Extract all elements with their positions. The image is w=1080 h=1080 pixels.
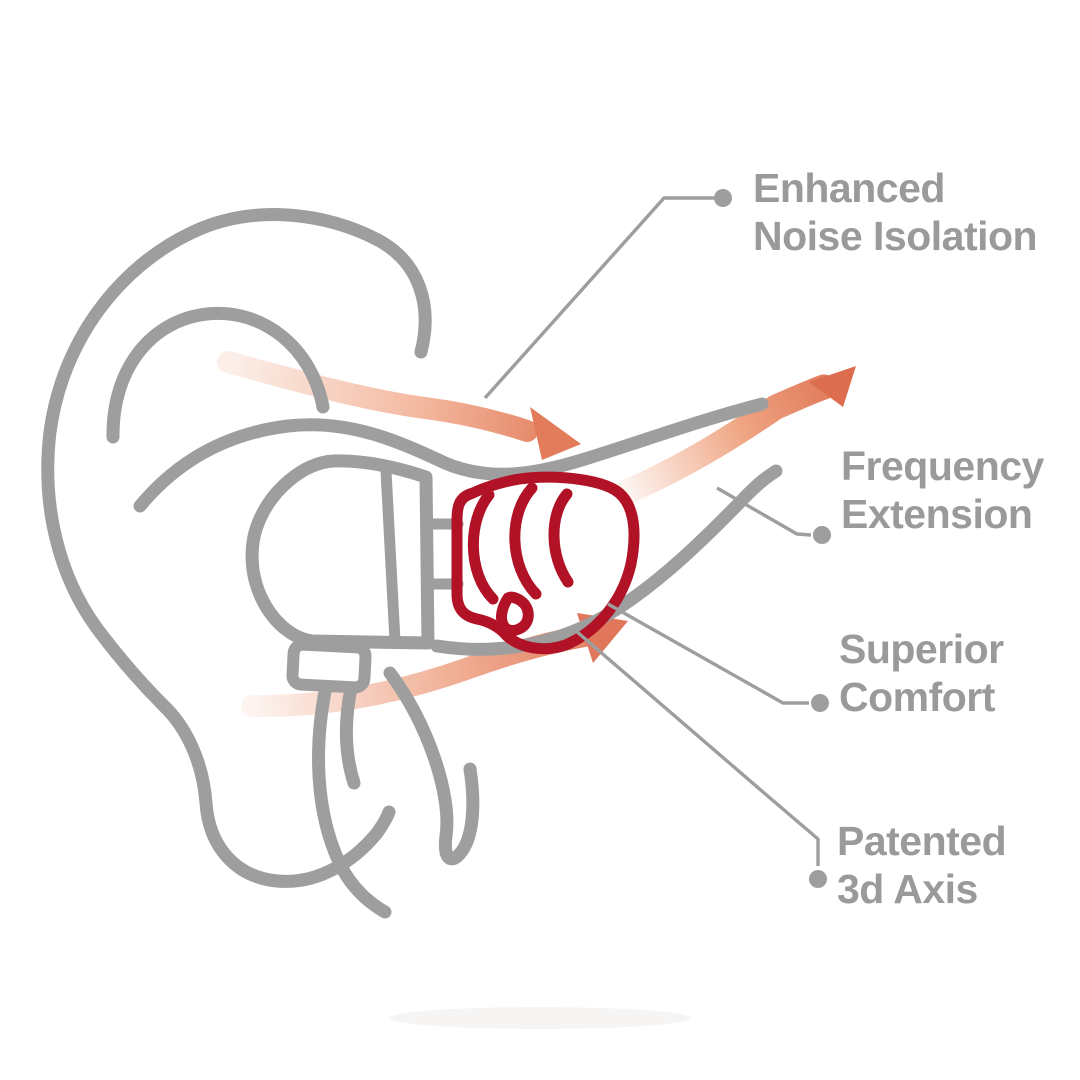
airflow-upper-ribbon: [217, 351, 538, 442]
label-line: Frequency: [841, 443, 1044, 489]
label-line: Comfort: [839, 673, 995, 720]
airflow-upper-arrowhead-icon: [530, 407, 581, 460]
ear-tip-loop: [496, 591, 534, 636]
ear-tip-flange-3: [548, 488, 574, 588]
ear-concha-upper-line: [133, 397, 769, 513]
ear-outer-helix: [41, 208, 432, 888]
leader-superior-comfort: [607, 602, 809, 705]
label-line: Superior: [839, 626, 1004, 672]
label-line: Noise Isolation: [753, 212, 1038, 259]
dot-enhanced-noise-isolation: [714, 189, 732, 207]
airflow-right-ribbon: [616, 374, 837, 504]
ear-tip-flange-2: [509, 482, 542, 600]
ear-inner-helix: [106, 306, 330, 444]
label-line: 3d Axis: [837, 865, 978, 912]
label-superior-comfort: Superior Comfort: [839, 626, 1004, 721]
earbud-cable: [312, 680, 392, 919]
label-line: Enhanced: [753, 165, 945, 211]
label-frequency-extension: Frequency Extension: [841, 443, 1044, 538]
airflow-right-arrowhead-icon: [809, 366, 856, 407]
ear-antihelix-curve: [383, 666, 480, 866]
earbud-shell: [245, 454, 435, 650]
sound-flow-arrows: [217, 351, 856, 718]
ear-tip-flange-1: [467, 489, 499, 605]
label-line: Extension: [841, 490, 1033, 537]
dot-superior-comfort: [811, 694, 829, 712]
leader-patented-3d-axis: [574, 629, 820, 866]
label-enhanced-noise-isolation: Enhanced Noise Isolation: [753, 165, 1038, 260]
dot-patented-3d-axis: [809, 870, 827, 888]
earbud-cable-strand: [339, 682, 361, 790]
dot-frequency-extension: [813, 526, 831, 544]
label-patented-3d-axis: Patented 3d Axis: [837, 818, 1007, 913]
ear-tip-outline: [451, 471, 640, 655]
earbud-faceplate-line: [380, 465, 401, 647]
ear-outline-group: [41, 208, 783, 919]
red-ear-tip-group: [451, 471, 640, 655]
soft-shadow: [390, 1007, 690, 1029]
label-line: Patented: [837, 818, 1007, 864]
callout-leaders: [483, 189, 831, 888]
leader-enhanced-noise-isolation: [483, 196, 714, 400]
leader-frequency-extension: [716, 486, 812, 537]
